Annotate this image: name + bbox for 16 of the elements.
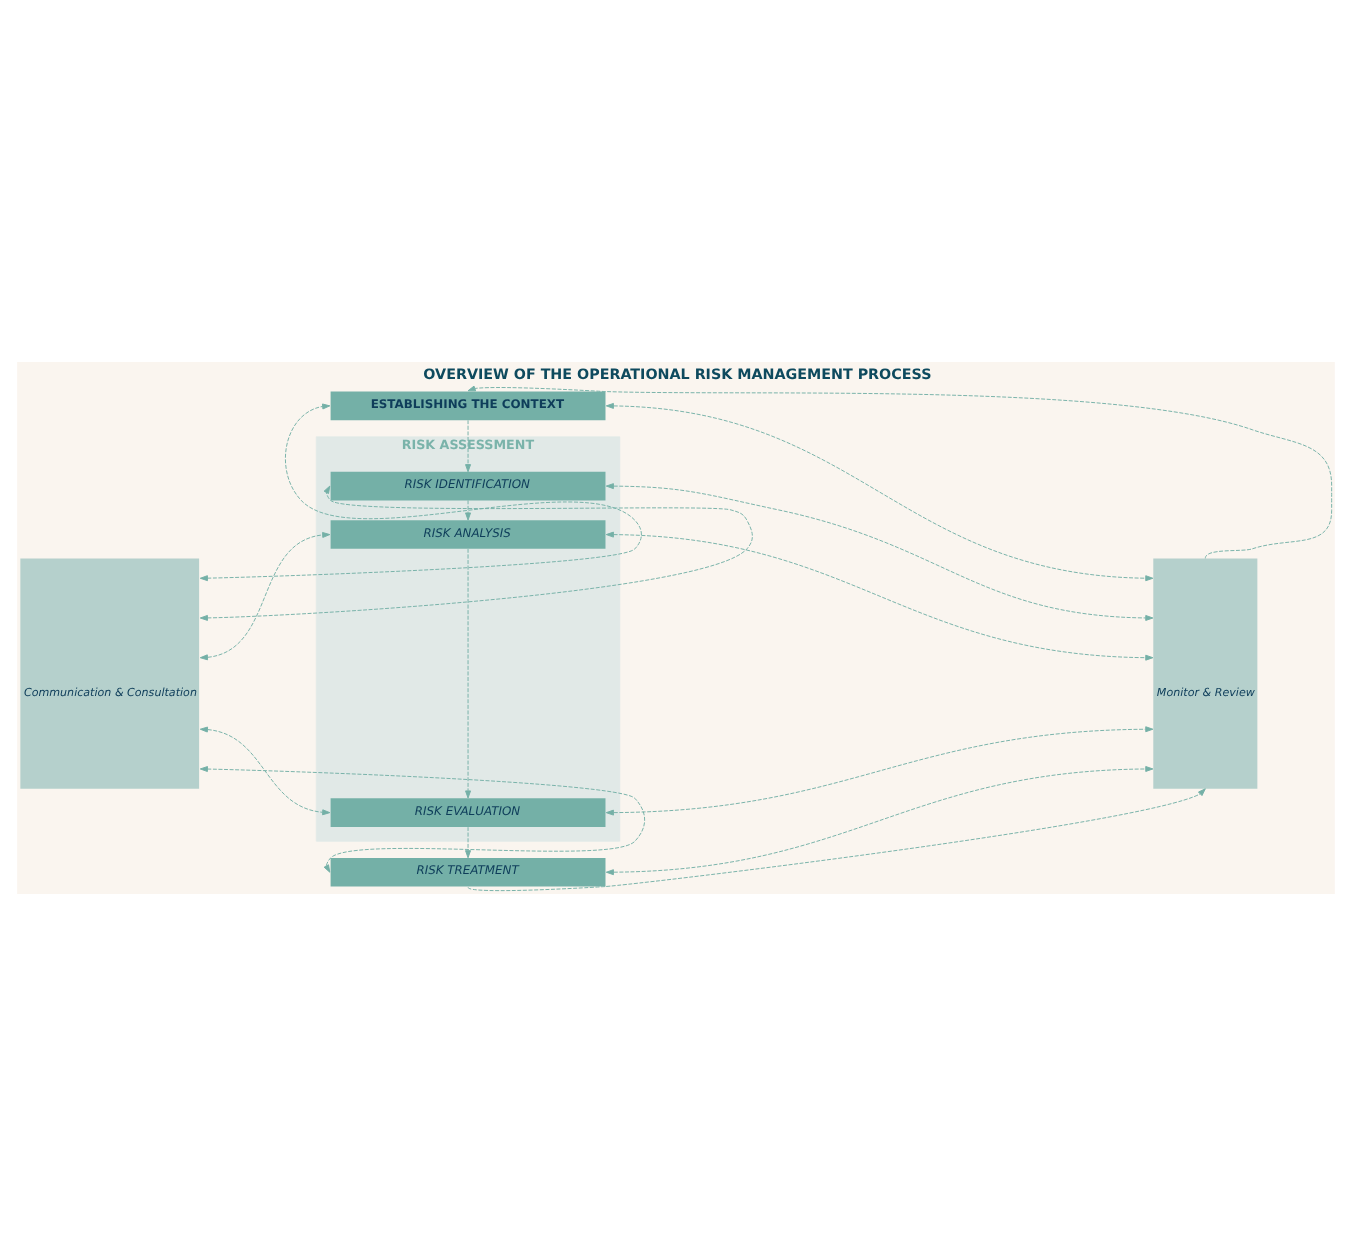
arrow: [199, 485, 753, 621]
arrow: [467, 385, 1333, 559]
arrow: [605, 483, 1154, 621]
arrow: [199, 403, 642, 582]
arrow: [465, 826, 472, 859]
arrow: [465, 548, 472, 799]
arrow: [465, 419, 472, 473]
arrow: [605, 531, 1154, 661]
arrow: [199, 726, 331, 816]
arrow: [467, 788, 1206, 892]
arrow: [465, 500, 472, 521]
arrow: [605, 402, 1154, 582]
arrow: [199, 766, 646, 873]
arrow: [199, 531, 331, 661]
arrow: [605, 726, 1154, 816]
arrow: [605, 766, 1154, 876]
